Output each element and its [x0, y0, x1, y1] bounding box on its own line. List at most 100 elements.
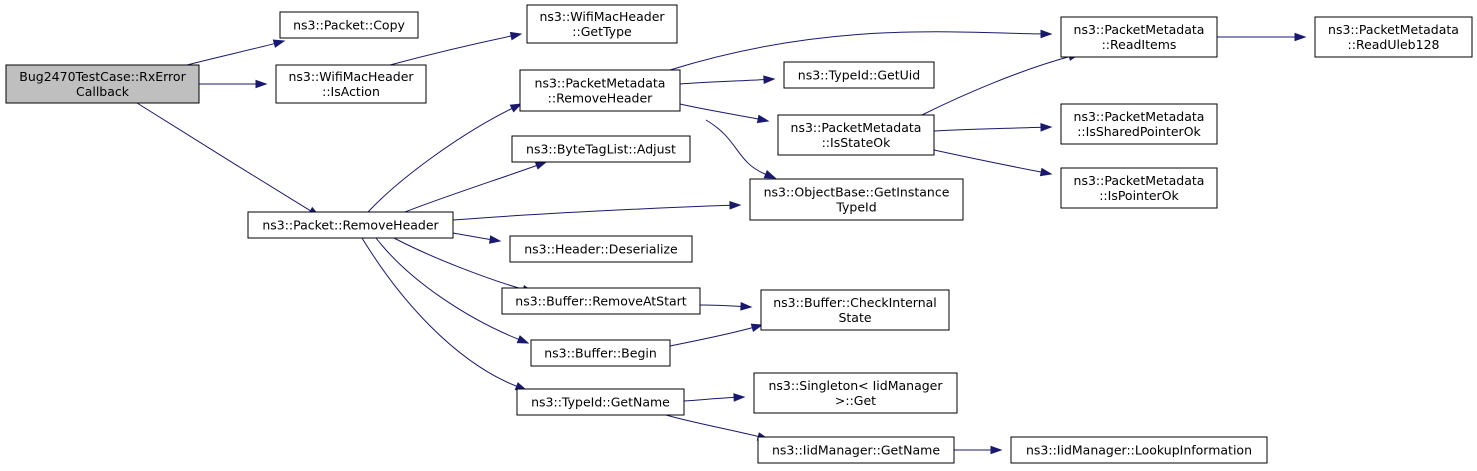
node-box — [530, 339, 671, 367]
edge-root-to-pkt_removeheader — [136, 102, 321, 217]
node-box — [5, 64, 200, 104]
edge-line — [361, 237, 518, 388]
node-label: ns3::Header::Deserialize — [524, 242, 678, 257]
edge-line — [389, 35, 513, 66]
node-tid-getuid[interactable]: ns3::TypeId::GetUid — [783, 61, 935, 89]
edge-arrowhead — [740, 302, 753, 311]
node-box — [783, 61, 935, 89]
node-copy[interactable]: ns3::Packet::Copy — [279, 11, 419, 39]
edge-line — [669, 31, 1043, 71]
edge-arrowhead — [733, 393, 746, 402]
node-label: TypeId — [835, 200, 876, 215]
edge-line — [679, 103, 760, 120]
node-buf-begin[interactable]: ns3::Buffer::Begin — [530, 339, 671, 367]
node-box — [511, 135, 691, 163]
node-label: ns3::PacketMetadata — [535, 76, 666, 91]
node-label: ::ReadUleb128 — [1348, 37, 1440, 52]
edge-pm_readitems-to-pm_readuleb128 — [1217, 32, 1307, 42]
edge-arrowhead — [272, 39, 286, 48]
node-box — [1314, 16, 1473, 58]
node-label: ns3::Buffer::RemoveAtStart — [515, 294, 687, 309]
node-label: ::ReadItems — [1102, 37, 1177, 52]
node-label: ns3::IidManager::GetName — [772, 443, 940, 458]
edge-line — [186, 42, 276, 66]
edge-line — [367, 107, 514, 213]
node-isaction[interactable]: ns3::WifiMacHeader::IsAction — [275, 64, 427, 104]
edge-line — [699, 304, 743, 307]
node-singleton-get[interactable]: ns3::Singleton< IidManager>::Get — [753, 372, 958, 414]
edge-pm_isstateok-to-pm_readitems — [921, 52, 1081, 116]
node-label: ::IsStateOk — [822, 135, 892, 150]
node-pm-readuleb128[interactable]: ns3::PacketMetadata::ReadUleb128 — [1314, 16, 1473, 58]
node-pm-ispointerok[interactable]: ns3::PacketMetadata::IsPointerOk — [1060, 167, 1218, 209]
edge-line — [136, 102, 312, 212]
edge-root-to-isaction — [199, 79, 268, 89]
node-label: ::IsSharedPointerOk — [1077, 124, 1201, 139]
edge-arrowhead — [729, 201, 742, 210]
edge-line — [705, 119, 767, 176]
node-label: ns3::Buffer::Begin — [544, 346, 657, 361]
node-label: Bug2470TestCase::RxError — [19, 69, 186, 84]
node-box — [1010, 436, 1268, 464]
node-label: ns3::PacketMetadata — [1074, 22, 1205, 37]
nodes-layer: Bug2470TestCase::RxErrorCallbackns3::Pac… — [5, 4, 1473, 464]
edge-line — [404, 164, 538, 213]
edge-pm_isstateok-to-pm_issharedpointerok — [933, 123, 1053, 132]
node-buf-removeatstart[interactable]: ns3::Buffer::RemoveAtStart — [501, 287, 701, 315]
edge-pkt_removeheader-to-btl_adjust — [404, 161, 548, 213]
node-btl-adjust[interactable]: ns3::ByteTagList::Adjust — [511, 135, 691, 163]
edge-arrowhead — [509, 31, 523, 41]
edge-line — [933, 149, 1043, 173]
node-label: ns3::IidManager::LookupInformation — [1026, 443, 1252, 458]
edge-arrowhead — [756, 114, 770, 124]
edge-line — [452, 204, 732, 221]
node-hdr-deserialize[interactable]: ns3::Header::Deserialize — [509, 235, 693, 263]
edge-buf_removeatstart-to-buf_checkinternalstate — [699, 302, 753, 311]
node-pm-removeheader[interactable]: ns3::PacketMetadata::RemoveHeader — [519, 69, 681, 112]
node-box — [275, 64, 427, 104]
edge-arrowhead — [255, 79, 268, 89]
edge-pkt_removeheader-to-pm_removeheader — [367, 103, 523, 213]
node-gettype[interactable]: ns3::WifiMacHeader::GetType — [526, 4, 678, 44]
node-pm-isstateok[interactable]: ns3::PacketMetadata::IsStateOk — [777, 114, 935, 156]
node-pkt-removeheader[interactable]: ns3::Packet::RemoveHeader — [247, 211, 454, 239]
node-iid-lookupinformation[interactable]: ns3::IidManager::LookupInformation — [1010, 436, 1268, 464]
edge-line — [669, 326, 754, 347]
edge-line — [393, 237, 525, 291]
node-label: ns3::Packet::Copy — [293, 18, 405, 33]
node-label: >::Get — [835, 393, 876, 408]
node-box — [516, 388, 685, 416]
node-box — [777, 114, 935, 156]
node-box — [760, 289, 950, 331]
edge-line — [665, 414, 760, 438]
edge-arrowhead — [990, 445, 1003, 455]
node-box — [279, 11, 419, 39]
node-box — [526, 4, 678, 44]
edge-pm_removeheader-to-pm_isstateok — [679, 103, 770, 124]
edge-arrowhead — [763, 75, 776, 84]
edge-line — [375, 237, 520, 341]
edges-layer — [136, 29, 1307, 455]
edge-buf_begin-to-buf_checkinternalstate — [669, 323, 764, 347]
node-label: ns3::ByteTagList::Adjust — [526, 142, 676, 157]
edge-isaction-to-gettype — [389, 31, 523, 66]
edge-pm_removeheader-to-ob_getinstancetypeid — [705, 119, 777, 179]
edge-pkt_removeheader-to-ob_getinstancetypeid — [452, 201, 742, 221]
node-label: ns3::PacketMetadata — [1074, 109, 1205, 124]
node-pm-issharedpointerok[interactable]: ns3::PacketMetadata::IsSharedPointerOk — [1060, 103, 1218, 145]
node-label: ::GetType — [572, 24, 632, 39]
node-box — [757, 436, 955, 464]
edge-arrowhead — [489, 235, 502, 244]
node-iid-getname[interactable]: ns3::IidManager::GetName — [757, 436, 955, 464]
edge-arrowhead — [763, 170, 777, 179]
node-label: ns3::ObjectBase::GetInstance — [764, 185, 950, 200]
node-box — [753, 372, 958, 414]
node-label: ns3::Packet::RemoveHeader — [262, 218, 439, 233]
node-label: ::IsPointerOk — [1099, 188, 1179, 203]
node-tid-getname[interactable]: ns3::TypeId::GetName — [516, 388, 685, 416]
node-pm-readitems[interactable]: ns3::PacketMetadata::ReadItems — [1060, 16, 1218, 58]
node-box — [1060, 103, 1218, 145]
